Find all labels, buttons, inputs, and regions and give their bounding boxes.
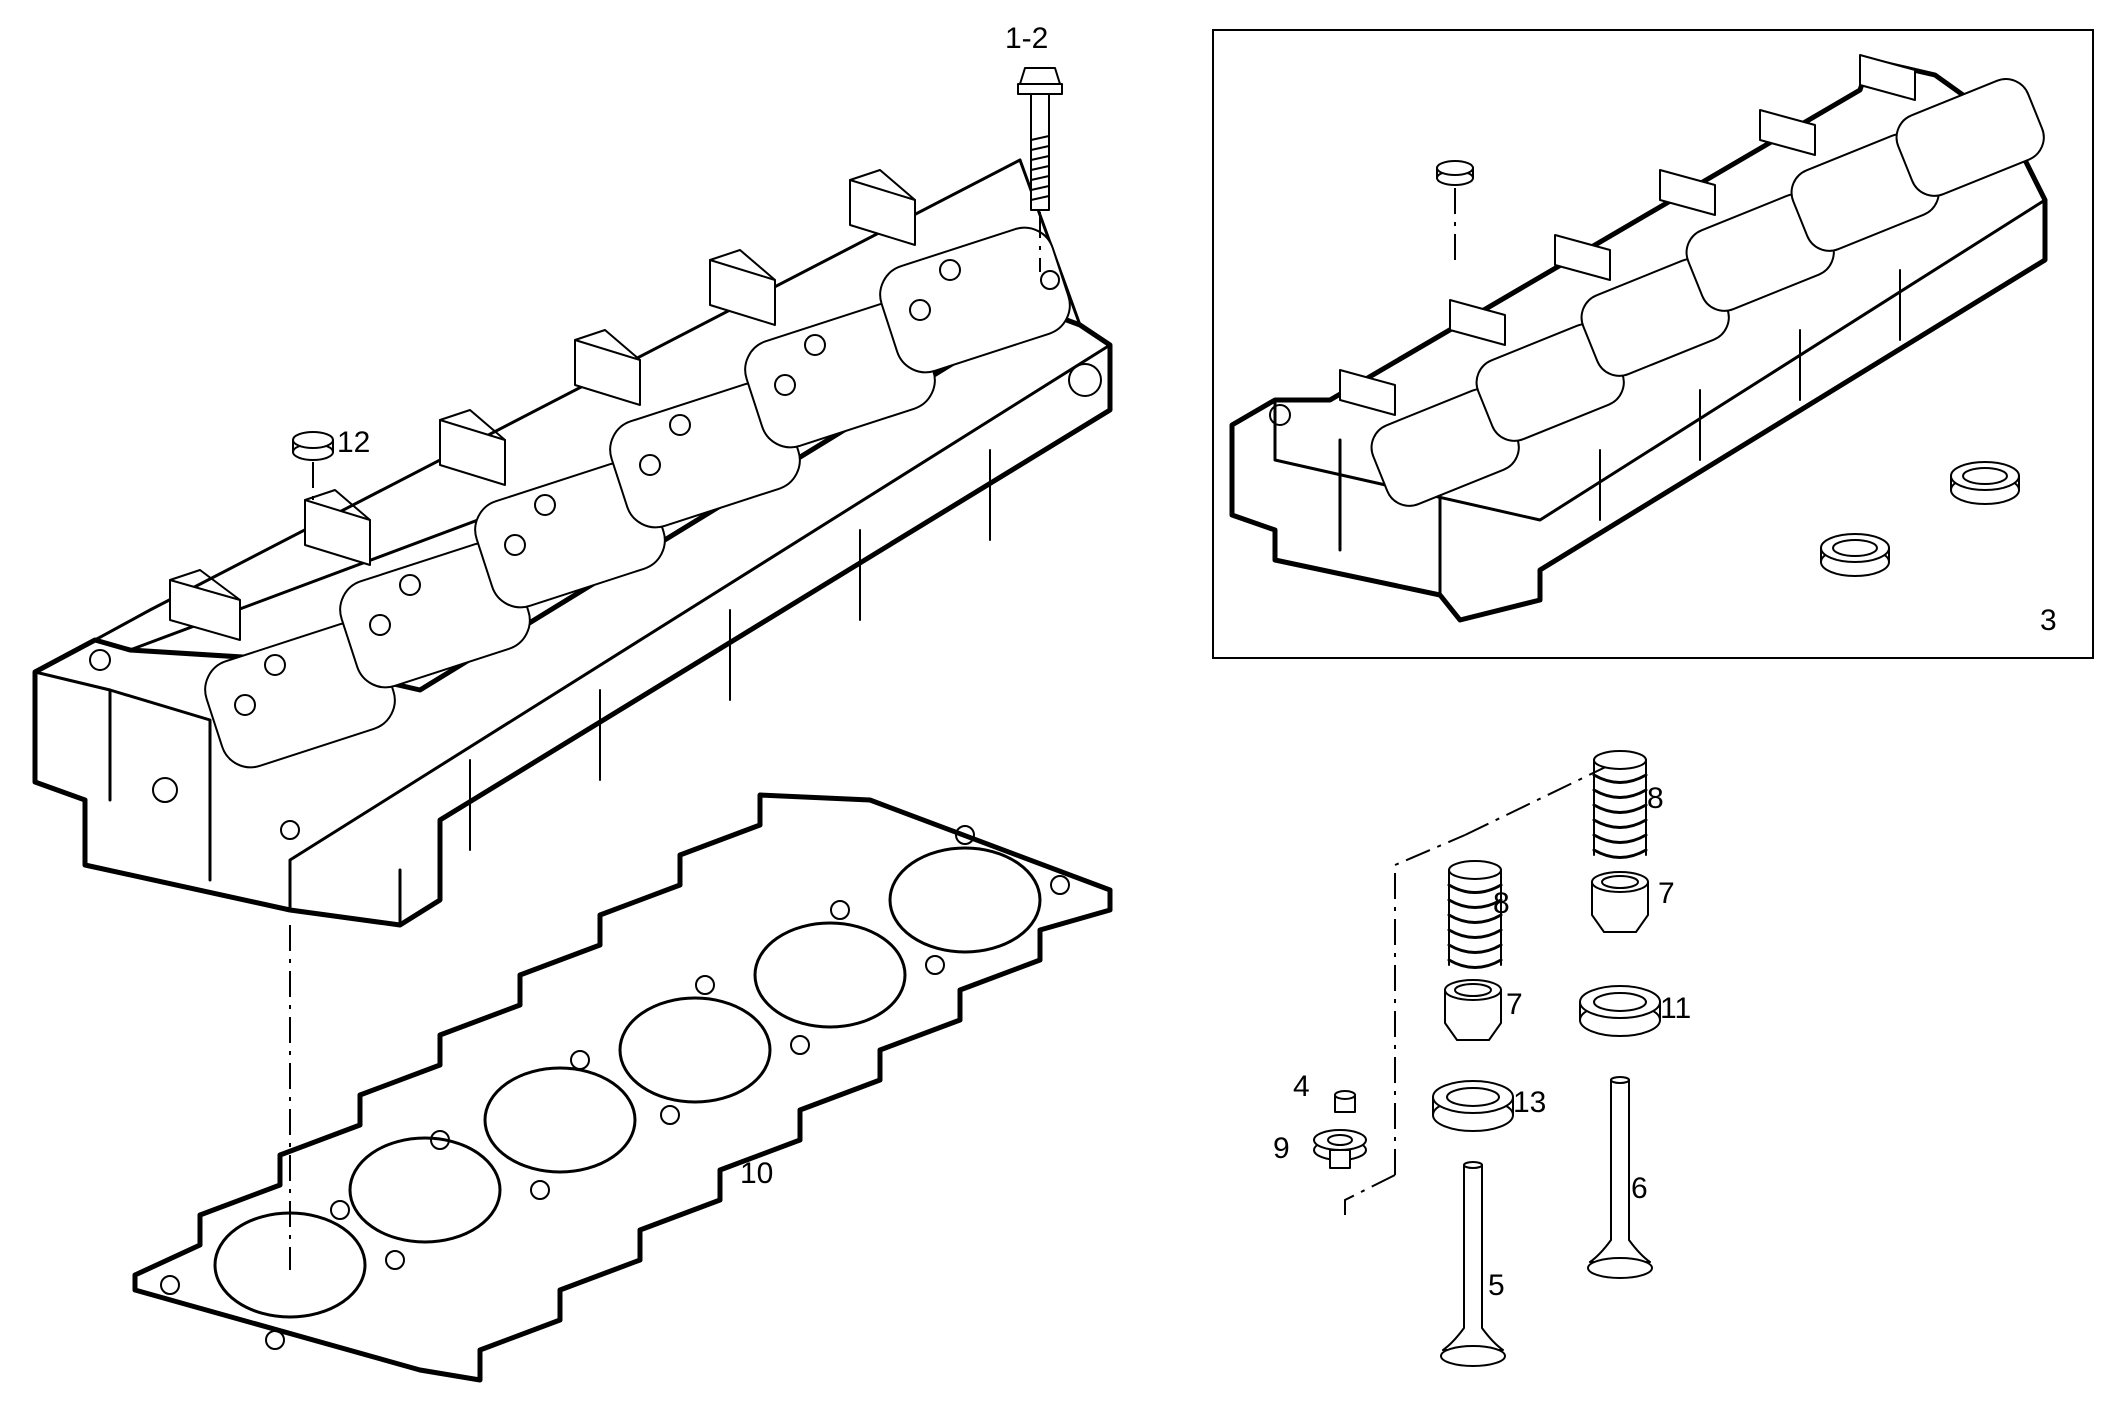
callout-7a: 7 [1506,988,1523,1021]
callout-10: 10 [740,1157,773,1190]
callout-8a: 8 [1493,887,1510,920]
callout-labels: 1-2 12 10 3 8 8 7 7 11 13 4 9 6 5 [337,22,2057,1302]
spring-cap-7a[interactable] [1444,979,1502,1041]
cam-towers [169,169,916,641]
callout-13: 13 [1513,1086,1546,1119]
valve-collet-9[interactable] [1313,1129,1367,1169]
callout-4: 4 [1293,1070,1310,1103]
assembly-pockets [1370,78,2045,507]
callout-12: 12 [337,426,370,459]
valve-guide-4[interactable] [1334,1090,1356,1113]
valve-spring-8b[interactable] [1592,750,1648,859]
cylinder-head-assembly-box[interactable] [1212,29,2094,659]
callout-1-2: 1-2 [1005,22,1048,55]
valve-spring-8a[interactable] [1447,860,1503,969]
callout-7b: 7 [1658,877,1675,910]
valve-6[interactable] [1587,1076,1653,1279]
assembly-towers [1339,54,1916,416]
callout-3: 3 [2040,604,2057,637]
valve-seat-11[interactable] [1579,985,1661,1037]
callout-8b: 8 [1647,782,1664,815]
head-bolt[interactable] [1017,67,1063,211]
callout-11: 11 [1660,992,1691,1025]
callout-6: 6 [1631,1172,1648,1205]
callout-9: 9 [1273,1132,1290,1165]
valve-pockets [204,226,1071,769]
cylinder-head-gasket[interactable] [132,792,1113,1383]
valve-5[interactable] [1440,1161,1506,1367]
valve-seat-13[interactable] [1432,1080,1514,1132]
plug-12[interactable] [292,431,334,461]
callout-5: 5 [1488,1269,1505,1302]
spring-cap-7b[interactable] [1591,871,1649,933]
assembly-valve-seats [1820,461,2020,577]
cylinder-head[interactable] [32,158,1113,928]
